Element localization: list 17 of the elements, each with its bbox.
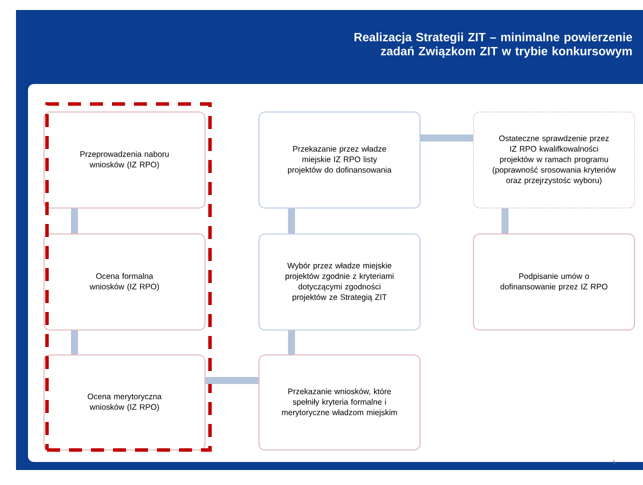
process-box: Ocena merytoryczna wniosków (IZ RPO)	[44, 354, 206, 450]
dashed-frame	[45, 102, 212, 452]
process-box: Przeprowadzenia naboru wniosków (IZ RPO)	[44, 112, 206, 208]
connector-bar	[288, 330, 295, 355]
process-box: Podpisanie umów o dofinansowanie przez IZ RPO	[473, 234, 635, 330]
connector-bar	[71, 208, 78, 234]
process-box: Ocena formalna wniosków (IZ RPO)	[44, 234, 206, 330]
connector-bar	[205, 377, 259, 384]
slide-title: Realizacja Strategii ZIT – minimalne powierzenie zadań Związkom ZIT w trybie konkursowym	[354, 32, 632, 58]
connector-bar	[420, 134, 474, 142]
process-box: Wybór przez władze miejskie projektów zgodnie z kryteriami dotyczącymi zgodności projektów ze Strategią ZIT	[258, 234, 420, 330]
connector-bar	[288, 208, 295, 234]
process-box: Przekazanie przez władze miejskie IZ RPO listy projektów do dofinansowania	[258, 112, 420, 208]
process-box: Przekazanie wniosków, które spełniły kryteria formalne i merytoryczne władzom miejskim	[258, 354, 420, 450]
connector-bar	[502, 208, 508, 234]
connector-bar	[71, 330, 78, 355]
process-box: Ostateczne sprawdzenie przez IZ RPO kwalifkowalności projektów w ramach programu (poprawność srosowania kryteriów oraz przejrzystośc wyboru)	[473, 112, 635, 208]
